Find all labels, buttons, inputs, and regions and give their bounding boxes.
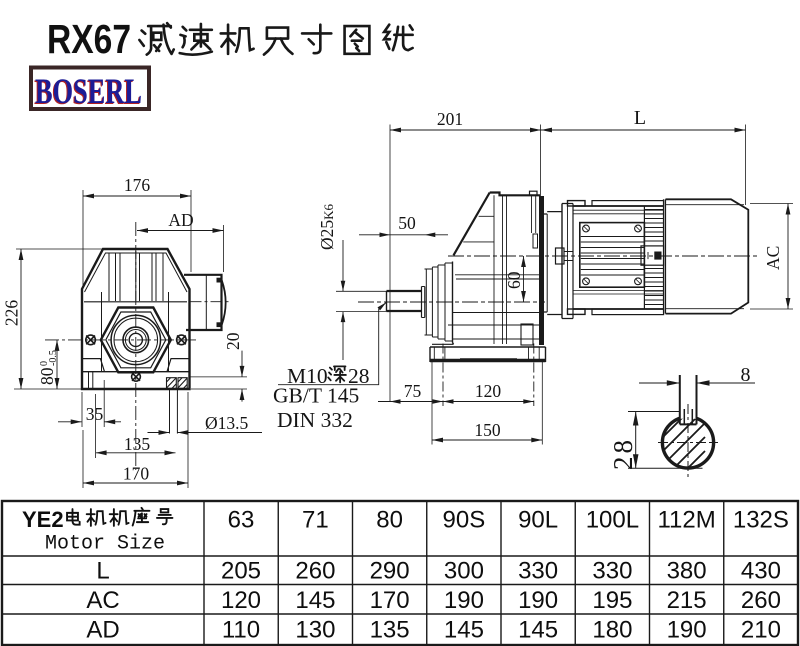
svg-text:226: 226 <box>2 300 22 327</box>
svg-text:AC: AC <box>763 246 783 270</box>
svg-text:210: 210 <box>741 617 781 644</box>
svg-text:290: 290 <box>370 558 410 585</box>
svg-text:330: 330 <box>592 558 632 585</box>
svg-text:190: 190 <box>444 587 484 614</box>
svg-text:M10: M10 <box>287 364 328 388</box>
svg-text:180: 180 <box>592 617 632 644</box>
svg-text:170: 170 <box>370 587 410 614</box>
svg-text:176: 176 <box>124 175 151 195</box>
svg-text:63: 63 <box>228 507 255 534</box>
svg-text:Ø13.5: Ø13.5 <box>205 413 249 433</box>
svg-text:28: 28 <box>348 364 370 388</box>
svg-text:170: 170 <box>123 464 150 484</box>
svg-text:205: 205 <box>221 558 261 585</box>
svg-text:BOSERL: BOSERL <box>35 71 142 111</box>
svg-text:28: 28 <box>608 437 638 470</box>
svg-text:80: 80 <box>376 507 403 534</box>
svg-text:135: 135 <box>124 434 151 454</box>
svg-text:GB/T 145: GB/T 145 <box>273 384 359 408</box>
svg-text:260: 260 <box>295 558 335 585</box>
svg-text:135: 135 <box>370 617 410 644</box>
svg-text:L: L <box>96 558 109 585</box>
svg-text:90S: 90S <box>443 507 486 534</box>
svg-text:0: 0 <box>39 361 50 366</box>
svg-text:Ø25K6: Ø25K6 <box>317 203 337 250</box>
svg-text:75: 75 <box>404 381 422 401</box>
svg-text:145: 145 <box>295 587 335 614</box>
svg-text:145: 145 <box>518 617 558 644</box>
svg-text:80: 80 <box>37 367 57 385</box>
svg-text:190: 190 <box>518 587 558 614</box>
svg-text:90L: 90L <box>518 507 558 534</box>
svg-text:195: 195 <box>592 587 632 614</box>
svg-text:145: 145 <box>444 617 484 644</box>
svg-text:132S: 132S <box>733 507 789 534</box>
svg-text:150: 150 <box>474 420 501 440</box>
svg-text:300: 300 <box>444 558 484 585</box>
svg-text:71: 71 <box>302 507 329 534</box>
svg-text:35: 35 <box>86 404 104 424</box>
svg-text:RX67: RX67 <box>47 16 131 62</box>
svg-text:215: 215 <box>667 587 707 614</box>
svg-text:AD: AD <box>168 210 193 230</box>
svg-text:DIN 332: DIN 332 <box>277 408 353 432</box>
svg-text:190: 190 <box>667 617 707 644</box>
svg-text:330: 330 <box>518 558 558 585</box>
svg-text:201: 201 <box>437 109 463 129</box>
svg-text:8: 8 <box>741 364 751 386</box>
svg-text:AC: AC <box>86 587 119 614</box>
svg-text:L: L <box>634 107 646 129</box>
svg-text:-0.5: -0.5 <box>48 350 59 366</box>
svg-text:120: 120 <box>221 587 261 614</box>
svg-text:112M: 112M <box>657 507 715 534</box>
svg-text:430: 430 <box>741 558 781 585</box>
svg-text:AD: AD <box>86 617 119 644</box>
svg-text:120: 120 <box>475 381 502 401</box>
svg-text:Motor Size: Motor Size <box>45 533 165 556</box>
svg-text:110: 110 <box>222 617 260 644</box>
svg-text:60: 60 <box>504 271 524 289</box>
svg-text:260: 260 <box>741 587 781 614</box>
svg-text:130: 130 <box>295 617 335 644</box>
svg-text:50: 50 <box>398 213 416 233</box>
svg-text:20: 20 <box>223 332 243 350</box>
svg-text:380: 380 <box>667 558 707 585</box>
svg-text:YE2: YE2 <box>22 507 64 532</box>
svg-text:BOSERL: BOSERL <box>34 72 141 112</box>
svg-text:100L: 100L <box>586 507 639 534</box>
